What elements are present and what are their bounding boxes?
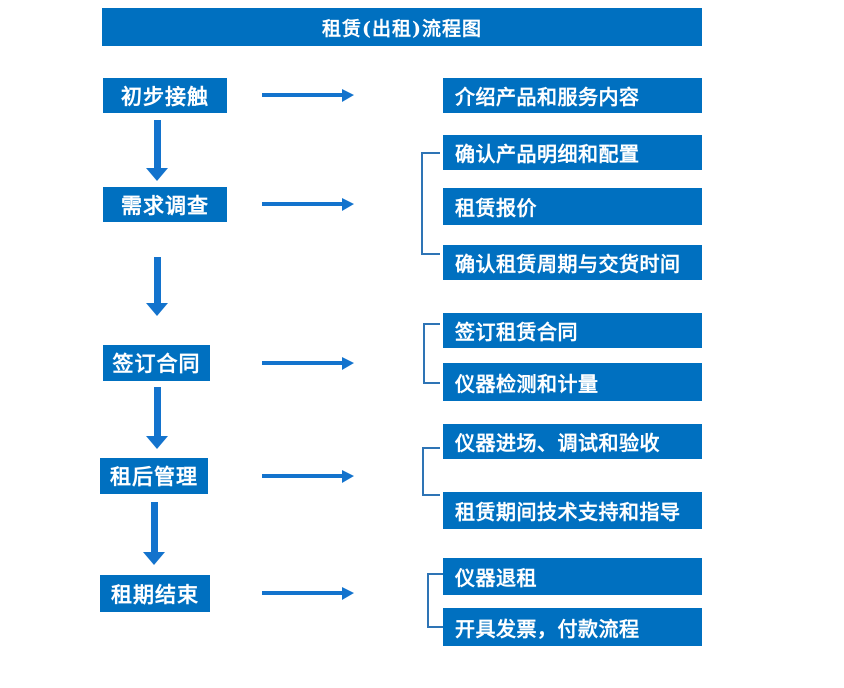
flowchart-title: 租赁(出租)流程图 xyxy=(102,8,702,46)
arrow-head xyxy=(342,89,354,102)
arrow-down-2 xyxy=(146,257,168,316)
arrow-head xyxy=(342,470,354,483)
arrow-shaft xyxy=(262,202,343,206)
arrow-head xyxy=(342,587,354,600)
arrow-head xyxy=(146,303,168,316)
step-box-lease-end: 租期结束 xyxy=(100,575,210,612)
arrow-down-3 xyxy=(146,387,168,449)
arrow-right-1 xyxy=(262,89,354,102)
arrow-shaft xyxy=(262,591,343,595)
arrow-head xyxy=(342,357,354,370)
arrow-right-4 xyxy=(262,470,354,483)
bracket-group-sign-contract xyxy=(423,323,440,384)
arrow-shaft xyxy=(262,361,343,365)
step-box-needs-survey: 需求调查 xyxy=(103,187,227,222)
detail-box-confirm-product-config: 确认产品明细和配置 xyxy=(443,135,702,170)
arrow-shaft xyxy=(151,502,158,553)
arrow-shaft xyxy=(154,257,161,304)
detail-box-instrument-return: 仪器退租 xyxy=(443,558,702,595)
detail-box-introduce-products: 介绍产品和服务内容 xyxy=(443,78,702,113)
arrow-down-1 xyxy=(146,120,168,181)
arrow-right-3 xyxy=(262,357,354,370)
arrow-shaft xyxy=(262,474,343,478)
arrow-right-5 xyxy=(262,587,354,600)
arrow-head xyxy=(342,198,354,211)
detail-box-tech-support: 租赁期间技术支持和指导 xyxy=(443,492,702,529)
detail-box-confirm-period-delivery: 确认租赁周期与交货时间 xyxy=(443,245,702,280)
bracket-group-post-rental xyxy=(422,447,440,496)
step-box-sign-contract: 签订合同 xyxy=(103,345,210,381)
detail-box-invoice-payment: 开具发票，付款流程 xyxy=(443,608,702,646)
arrow-shaft xyxy=(154,387,161,437)
bracket-group-lease-end xyxy=(427,573,443,628)
detail-box-instrument-setup-acceptance: 仪器进场、调试和验收 xyxy=(443,424,702,459)
bracket-group-needs-survey xyxy=(421,152,440,255)
step-box-post-rental-management: 租后管理 xyxy=(100,458,208,494)
arrow-shaft xyxy=(154,120,161,169)
arrow-down-4 xyxy=(143,502,165,565)
arrow-shaft xyxy=(262,93,343,97)
arrow-head xyxy=(146,436,168,449)
detail-box-instrument-testing: 仪器检测和计量 xyxy=(443,363,702,401)
arrow-head xyxy=(143,552,165,565)
detail-box-rental-quote: 租赁报价 xyxy=(443,188,702,225)
arrow-right-2 xyxy=(262,198,354,211)
detail-box-sign-rental-contract: 签订租赁合同 xyxy=(443,313,702,348)
step-box-initial-contact: 初步接触 xyxy=(103,78,227,113)
arrow-head xyxy=(146,168,168,181)
